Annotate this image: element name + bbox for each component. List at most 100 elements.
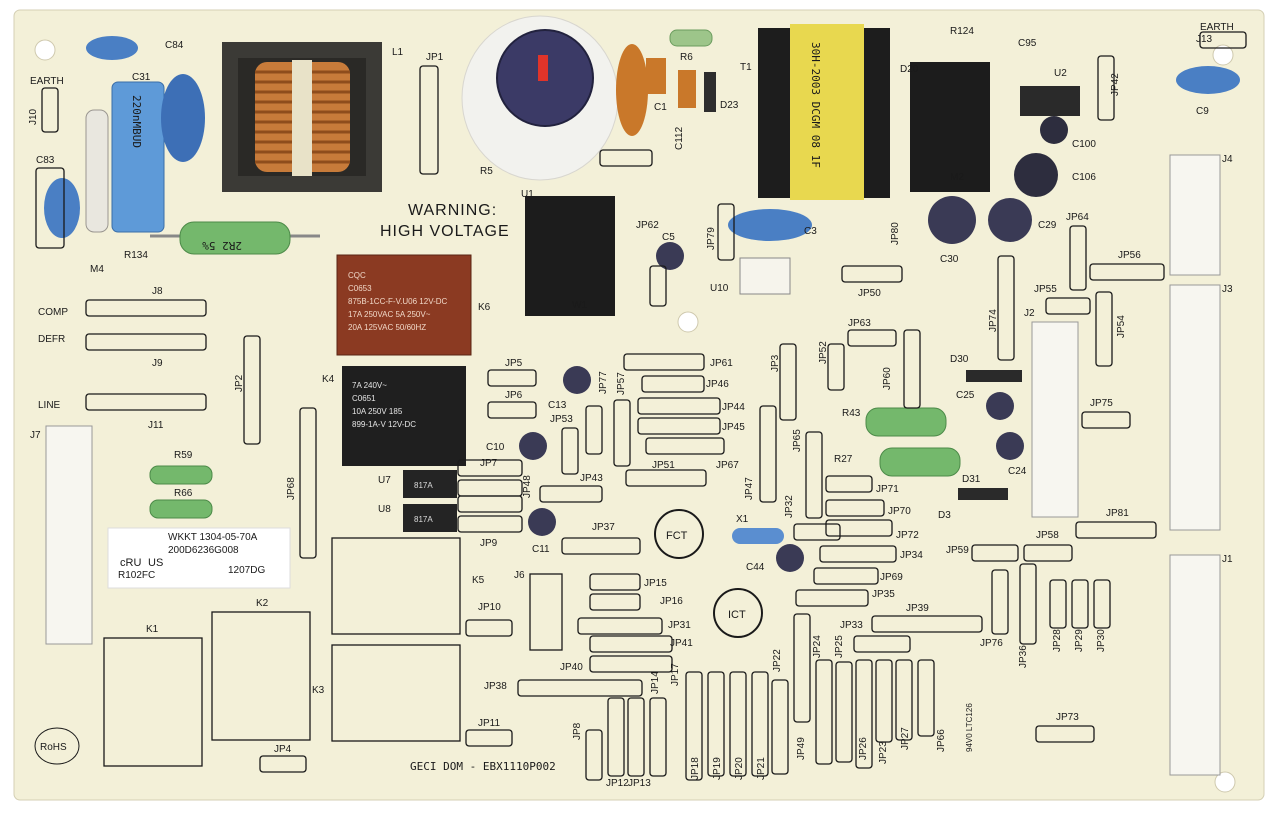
fct-text: FCT: [666, 530, 688, 542]
refdes-k4: K4: [322, 374, 335, 385]
jumper-footprint: [795, 589, 869, 607]
refdes-jp14: JP14: [650, 671, 661, 694]
refdes-jp64: JP64: [1066, 212, 1089, 223]
regulator-u2: [1020, 86, 1080, 116]
c31-marking: 220nMBUD: [130, 95, 143, 148]
jumper-footprint: [793, 523, 841, 541]
capacitor-c11: [528, 508, 556, 536]
relay-marking-line: 7A 240V~: [352, 381, 387, 390]
refdes-jp3: JP3: [770, 354, 781, 372]
jumper-footprint: [841, 265, 903, 283]
jumper-footprint: [1199, 31, 1247, 49]
fct-mark: [654, 509, 704, 559]
jumper-footprint: [299, 407, 317, 559]
refdes-jp66: JP66: [936, 729, 947, 752]
rohs-logo: [34, 727, 80, 765]
refdes-jp16: JP16: [660, 596, 683, 607]
refdes-k3: K3: [312, 685, 325, 696]
refdes-k1: K1: [146, 624, 159, 635]
refdes-jp21: JP21: [756, 757, 767, 780]
refdes-jp76: JP76: [980, 638, 1003, 649]
jumper-footprint: [825, 519, 893, 537]
transformer-t1: 30H-2003 DCGM 08 1F: [758, 24, 890, 200]
refdes-j7: J7: [30, 430, 41, 441]
refdes-u1: U1: [521, 189, 534, 200]
jumper-footprint: [85, 333, 207, 351]
refdes-jp70: JP70: [888, 506, 911, 517]
refdes-jp55: JP55: [1034, 284, 1057, 295]
refdes-jp59: JP59: [946, 545, 969, 556]
refdes-d31: D31: [962, 474, 981, 485]
jumper-footprint: [827, 343, 845, 391]
refdes-jp19: JP19: [712, 757, 723, 780]
refdes-j11: J11: [148, 420, 164, 431]
refdes-jp42: JP42: [1110, 73, 1121, 96]
refdes-u2: U2: [1054, 68, 1067, 79]
jumper-footprint: [819, 545, 897, 563]
relay-marking-line: 899-1A-V 12V-DC: [352, 420, 416, 429]
refdes-k5: K5: [472, 575, 485, 586]
refdes-c30: C30: [940, 254, 959, 265]
ul-line2: 200D6236G008: [168, 545, 239, 556]
jumper-footprint: [825, 475, 873, 493]
refdes-j3: J3: [1222, 284, 1233, 295]
jumper-footprint: [793, 613, 811, 723]
capacitor-c13: [563, 366, 591, 394]
refdes-jp32: JP32: [784, 495, 795, 518]
capacitor-c9: [1176, 66, 1240, 94]
jumper-footprint: [35, 167, 65, 249]
refdes-x1: X1: [736, 514, 749, 525]
capacitor-c3: [728, 209, 812, 241]
earth-right: EARTH: [1200, 22, 1234, 33]
capacitor-c106: [1014, 153, 1058, 197]
refdes-jp31: JP31: [668, 620, 691, 631]
jumper-footprint: [771, 679, 789, 775]
heatsink-u1: [525, 196, 615, 316]
refdes-jp50: JP50: [858, 288, 881, 299]
refdes-c13: C13: [548, 400, 567, 411]
relay-marking-line: 20A 125VAC 50/60HZ: [348, 323, 426, 332]
u7-marking: 817A: [414, 481, 433, 490]
comp-label: COMP: [38, 307, 68, 318]
connector-j4: [1169, 154, 1221, 276]
jumper-footprint: [589, 593, 641, 611]
refdes-jp11: JP11: [478, 718, 500, 729]
refdes-jp77: JP77: [598, 371, 609, 394]
refdes-jp43: JP43: [580, 473, 603, 484]
jumper-footprint: [779, 343, 797, 421]
capacitor-c1: [646, 58, 666, 94]
refdes-c31: C31: [132, 72, 151, 83]
jumper-footprint: [717, 203, 735, 261]
refdes-j8: J8: [152, 286, 163, 297]
refdes-jp4: JP4: [274, 744, 292, 755]
refdes-jp51: JP51: [652, 460, 675, 471]
resistor-r6: [669, 29, 713, 47]
refdes-jp15: JP15: [644, 578, 667, 589]
refdes-r43: R43: [842, 408, 861, 419]
part-number: GECI DOM - EBX1110P002: [410, 760, 556, 773]
jumper-footprint: [539, 485, 603, 503]
jumper-footprint: [1081, 411, 1131, 429]
refdes-jp17: JP17: [670, 663, 681, 686]
jumper-footprint: [917, 659, 935, 737]
refdes-c25: C25: [956, 390, 975, 401]
refdes-jp6: JP6: [505, 390, 523, 401]
jumper-footprint: [623, 353, 705, 371]
ict-mark: [713, 588, 763, 638]
jumper-footprint: [1075, 521, 1157, 539]
refdes-jp47: JP47: [744, 477, 755, 500]
jumper-footprint: [259, 755, 307, 773]
refdes-k6: K6: [478, 302, 491, 313]
refdes-jp53: JP53: [550, 414, 573, 425]
jumper-footprint: [465, 619, 513, 637]
mounting-hole: [1212, 44, 1234, 66]
refdes-j2: J2: [1024, 308, 1035, 319]
refdes-jp29: JP29: [1074, 629, 1085, 652]
refdes-d30: D30: [950, 354, 969, 365]
refdes-w1: W1: [572, 300, 587, 311]
refdes-j9: J9: [152, 358, 163, 369]
refdes-jp7: JP7: [480, 458, 498, 469]
